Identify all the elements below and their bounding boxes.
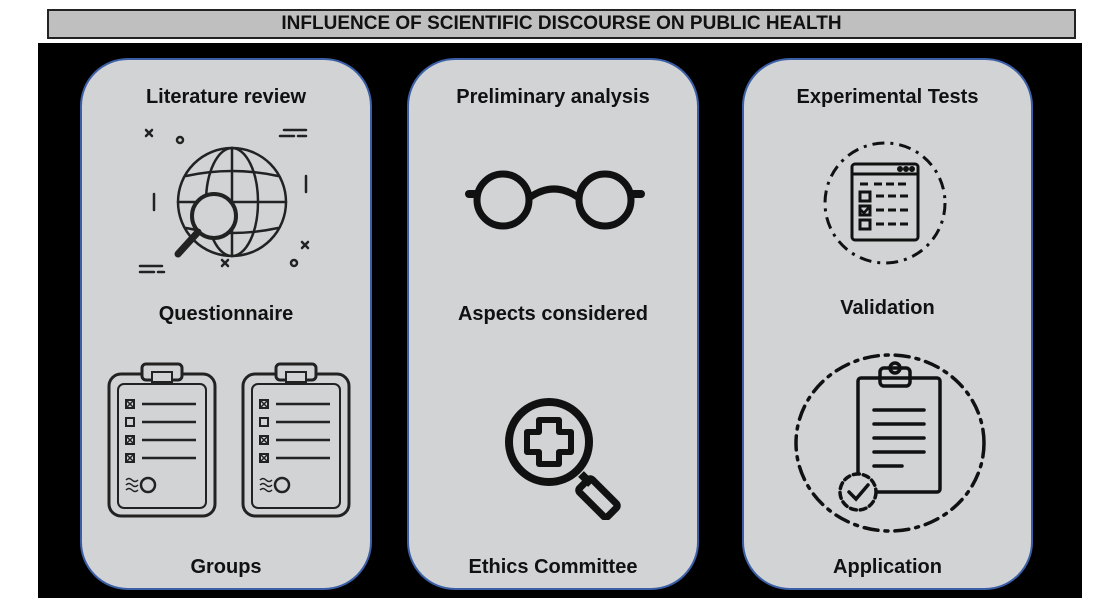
label-preliminary-analysis: Preliminary analysis bbox=[456, 86, 650, 108]
clipboard-checklist-icon bbox=[240, 362, 352, 520]
label-groups: Groups bbox=[190, 556, 262, 578]
clipboard-checklist-icon bbox=[106, 362, 218, 520]
clipboard-approval-icon bbox=[792, 352, 988, 534]
label-ethics-committee: Ethics Committee bbox=[468, 556, 638, 578]
label-application: Application bbox=[833, 556, 942, 578]
medical-search-icon bbox=[497, 390, 627, 520]
globe-search-icon bbox=[134, 126, 314, 286]
panel-literature: Literature review Questionnaire bbox=[80, 58, 372, 590]
diagram-title: INFLUENCE OF SCIENTIFIC DISCOURSE ON PUB… bbox=[47, 9, 1076, 39]
label-validation: Validation bbox=[840, 297, 935, 319]
checklist-window-icon bbox=[820, 138, 950, 268]
glasses-icon bbox=[465, 168, 645, 232]
label-literature-review: Literature review bbox=[145, 86, 307, 108]
label-experimental-tests: Experimental Tests bbox=[796, 86, 979, 108]
label-questionnaire: Questionnaire bbox=[158, 303, 294, 325]
panel-analysis: Preliminary analysis Aspects considered … bbox=[407, 58, 699, 590]
label-aspects-considered: Aspects considered bbox=[457, 303, 649, 325]
panel-experiment: Experimental Tests Validation bbox=[742, 58, 1033, 590]
